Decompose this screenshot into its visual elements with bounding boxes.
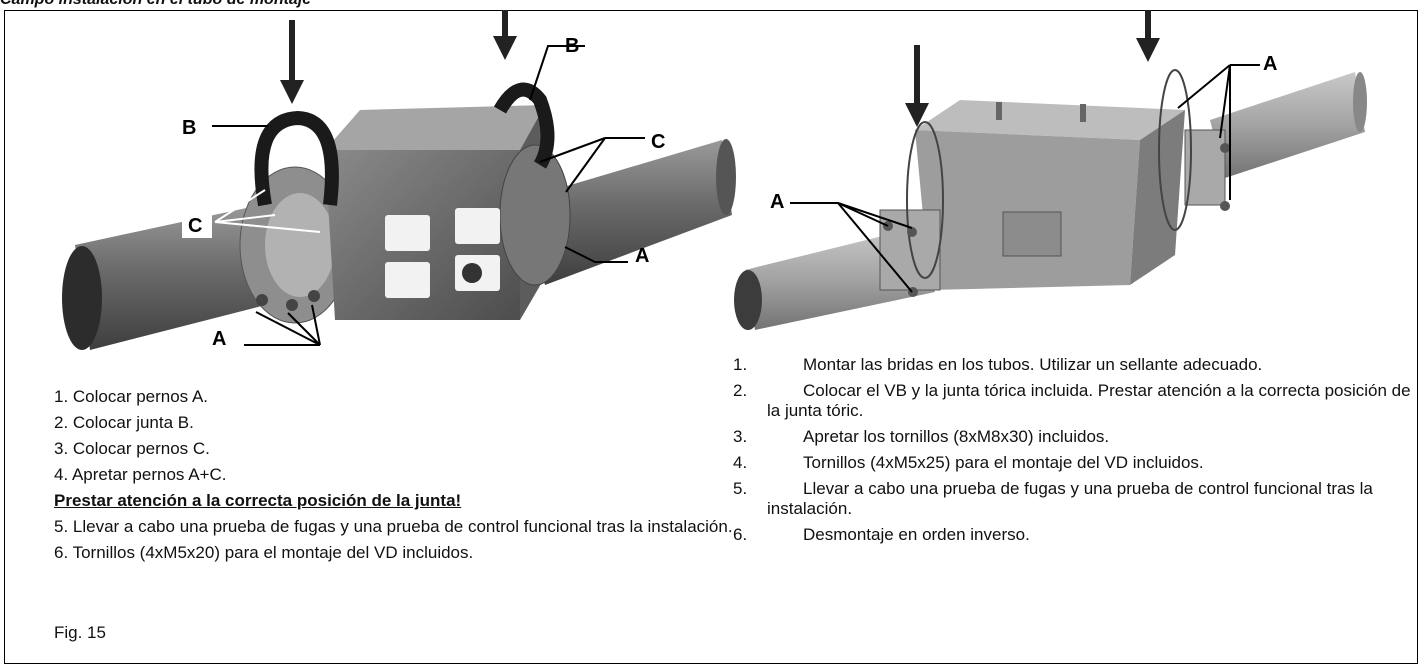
left-assembly-drawing: B B C C A A <box>62 10 736 350</box>
right-step-number: 1. <box>733 355 748 374</box>
left-step-3: 3. Colocar pernos C. <box>54 439 210 458</box>
figure-caption: Fig. 15 <box>54 623 106 642</box>
right-step-number: 4. <box>733 453 748 472</box>
label-c-right: C <box>651 131 665 153</box>
right-step-text: Colocar el VB y la junta tórica incluida… <box>767 381 1411 420</box>
right-step-number: 5. <box>733 479 748 498</box>
label-b-left: B <box>182 117 196 139</box>
page-heading: Campo instalación en el tubo de montaje <box>0 0 311 9</box>
label-a-left: A <box>770 191 784 213</box>
label-a-right: A <box>635 245 649 267</box>
right-step-text: Montar las bridas en los tubos. Utilizar… <box>803 355 1263 374</box>
left-step-4: 4. Apretar pernos A+C. <box>54 465 227 484</box>
right-step-4: 4. Tornillos (4xM5x25) para el montaje de… <box>733 453 1413 473</box>
label-c-left: C <box>188 215 202 237</box>
left-step-2: 2. Colocar junta B. <box>54 413 194 432</box>
left-step-5: 5. Llevar a cabo una prueba de fugas y u… <box>54 517 733 536</box>
right-step-list: 1. Montar las bridas en los tubos. Utiliz… <box>733 355 1413 551</box>
right-step-text: Tornillos (4xM5x25) para el montaje del … <box>803 453 1204 472</box>
left-step-6: 6. Tornillos (4xM5x20) para el montaje d… <box>54 543 474 562</box>
right-step-text: Desmontaje en orden inverso. <box>803 525 1030 544</box>
label-a-bottom: A <box>212 328 226 350</box>
right-assembly-drawing: A A <box>734 10 1367 330</box>
label-a-top: A <box>1263 53 1277 75</box>
right-step-1: 1. Montar las bridas en los tubos. Utiliz… <box>733 355 1413 375</box>
right-step-text: Llevar a cabo una prueba de fugas y una … <box>767 479 1373 518</box>
right-step-5: 5. Llevar a cabo una prueba de fugas y un… <box>733 479 1413 519</box>
right-step-number: 6. <box>733 525 748 544</box>
gasket-warning: Prestar atención a la correcta posición … <box>54 491 462 510</box>
right-step-number: 3. <box>733 427 748 446</box>
right-step-text: Apretar los tornillos (8xM8x30) incluido… <box>803 427 1110 446</box>
right-step-number: 2. <box>733 381 748 400</box>
left-step-list: 1. Colocar pernos A. 2. Colocar junta B.… <box>54 387 734 569</box>
right-step-6: 6. Desmontaje en orden inverso. <box>733 525 1413 545</box>
right-step-3: 3. Apretar los tornillos (8xM8x30) inclui… <box>733 427 1413 447</box>
left-step-1: 1. Colocar pernos A. <box>54 387 209 406</box>
right-step-2: 2. Colocar el VB y la junta tórica inclui… <box>733 381 1413 421</box>
label-b-right: B <box>565 35 579 57</box>
figure-frame <box>4 10 1418 664</box>
